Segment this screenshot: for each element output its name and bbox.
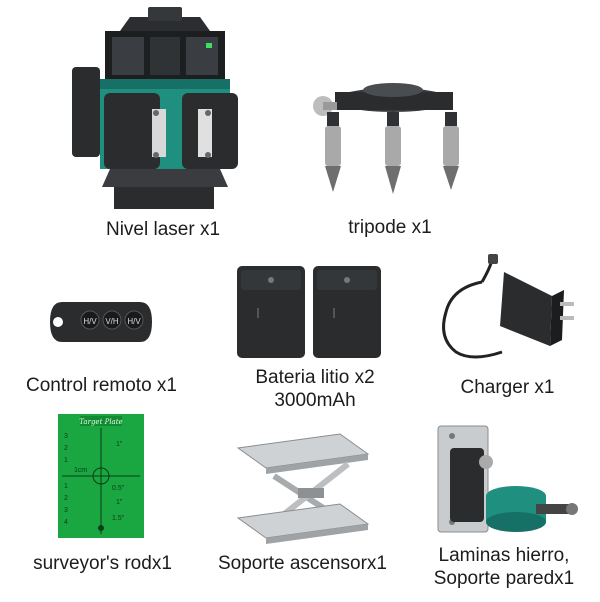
laser-level-label: Nivel laser x1	[105, 219, 221, 240]
tripod-label: tripode x1	[348, 217, 432, 238]
tick-left-7: 3	[64, 507, 68, 514]
batteries-capacity: 3000mAh	[274, 390, 356, 411]
tick-left-8: 4	[64, 519, 68, 526]
lift-stand-image	[228, 432, 376, 546]
wall-mount-drawing	[437, 425, 578, 533]
tick-left-4: 1cm	[74, 467, 87, 474]
lift-stand-drawing	[236, 433, 370, 544]
target-plate-image: Target Plate 3 2 1 1cm 1 2 3 4 1" 0.5" 1…	[56, 412, 146, 540]
tick-right-1: 1"	[116, 441, 123, 448]
tick-left-2: 2	[64, 445, 68, 452]
target-plate-label: surveyor's rodx1	[33, 553, 172, 574]
tripod-drawing	[313, 83, 459, 194]
remote-control-label: Control remoto x1	[25, 375, 177, 396]
laser-level-drawing	[72, 7, 238, 209]
charger-drawing	[442, 254, 574, 359]
tick-left-6: 2	[64, 495, 68, 502]
laser-level-image	[70, 5, 260, 213]
tick-left-1: 3	[64, 433, 68, 440]
batteries-drawing	[237, 266, 381, 358]
remote-control-image: H/V V/H H/V	[48, 296, 158, 348]
wall-mount-label-2: Soporte paredx1	[433, 568, 575, 589]
wall-mount-label: Laminas hierro,	[438, 545, 570, 566]
target-plate-drawing: Target Plate 3 2 1 1cm 1 2 3 4 1" 0.5" 1…	[58, 414, 144, 538]
tick-left-5: 1	[64, 483, 68, 490]
tick-right-2: 0.5"	[112, 485, 125, 492]
batteries-image	[235, 264, 385, 360]
tick-left-3: 1	[64, 457, 68, 464]
target-plate-title: Target Plate	[79, 418, 122, 426]
remote-control-drawing: H/V V/H H/V	[50, 302, 152, 342]
lift-stand-label: Soporte ascensorx1	[218, 553, 387, 574]
tick-right-4: 1.5"	[112, 515, 125, 522]
charger-image	[432, 252, 578, 364]
tripod-image	[305, 78, 475, 196]
charger-label: Charger x1	[460, 377, 555, 398]
remote-button-3: H/V	[127, 317, 141, 326]
wall-mount-image	[436, 422, 580, 540]
remote-button-2: V/H	[105, 317, 119, 326]
batteries-label: Bateria litio x2	[255, 367, 375, 388]
remote-button-1: H/V	[83, 317, 97, 326]
tick-right-3: 1"	[116, 499, 123, 506]
